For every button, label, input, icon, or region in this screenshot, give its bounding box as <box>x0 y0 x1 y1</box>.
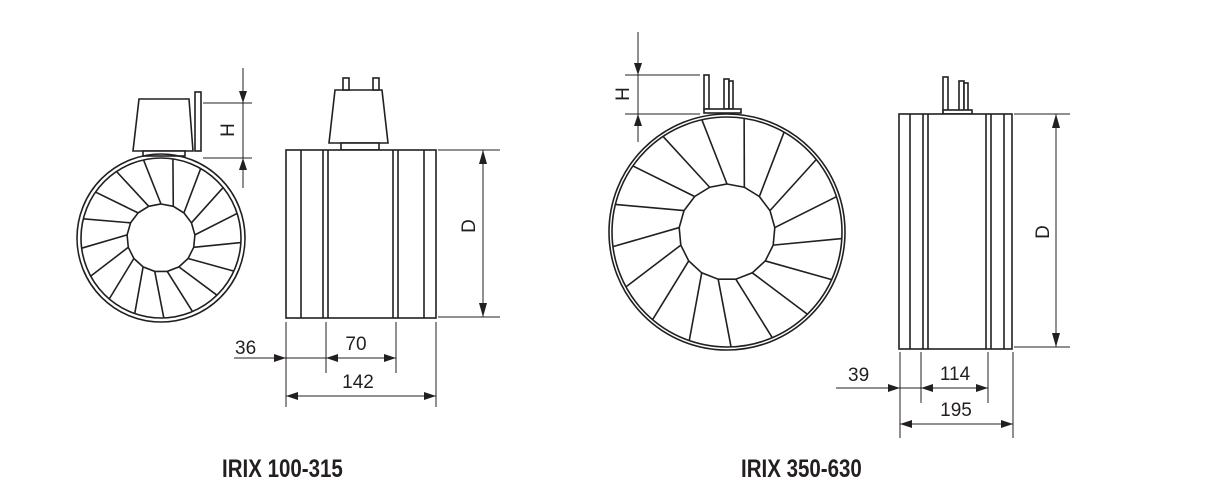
model-title-large: IRIX 350-630 <box>741 455 862 483</box>
arrow-up-icon <box>634 114 642 126</box>
overall-dimension: 195 <box>940 400 972 421</box>
arrow-up-icon <box>479 150 487 164</box>
terminal-pin <box>372 77 380 91</box>
overall-dimension: 142 <box>342 372 374 393</box>
arrow-up-icon <box>1052 114 1060 128</box>
irix-100-315-front-view: H <box>76 68 252 323</box>
irix-100-315-side-view: D 36 70 142 <box>234 77 500 407</box>
arrow-up-icon <box>239 158 247 170</box>
duct-casing <box>898 113 1013 350</box>
fan-blades <box>81 158 241 319</box>
diameter-label: D <box>459 219 480 233</box>
arrow-down-icon <box>239 91 247 103</box>
arrow-down-icon <box>634 63 642 75</box>
terminal-pin <box>703 74 710 110</box>
irix-350-630-front-view: H <box>608 32 846 351</box>
height-label: H <box>613 87 634 101</box>
fan-hub <box>126 203 196 273</box>
motor-housing <box>328 89 389 144</box>
fan-inner-ring <box>80 157 242 319</box>
height-label: H <box>218 123 239 137</box>
duct-casing <box>285 149 437 319</box>
arrow-down-icon <box>479 303 487 317</box>
model-title-small: IRIX 100-315 <box>222 455 343 483</box>
fan-outer-ring <box>76 153 246 323</box>
inner-dimension: 70 <box>345 334 366 355</box>
terminal-pin <box>342 77 350 91</box>
motor-base <box>340 142 380 151</box>
fan-hub <box>678 183 776 281</box>
irix-350-630-side-view: D 39 114 195 <box>836 76 1070 438</box>
fan-inner-ring <box>611 116 843 348</box>
fan-blades <box>612 118 842 348</box>
terminal-tab <box>194 91 202 152</box>
terminal-pin <box>728 80 734 110</box>
diameter-label: D <box>1033 225 1054 239</box>
fan-outer-ring <box>608 113 846 351</box>
motor-housing <box>132 98 194 152</box>
terminal-pin <box>942 76 949 115</box>
arrow-down-icon <box>1052 333 1060 347</box>
offset-dimension: 39 <box>848 365 869 386</box>
offset-dimension: 36 <box>235 338 256 359</box>
terminal-base <box>703 108 742 114</box>
inner-dimension: 114 <box>940 364 971 385</box>
